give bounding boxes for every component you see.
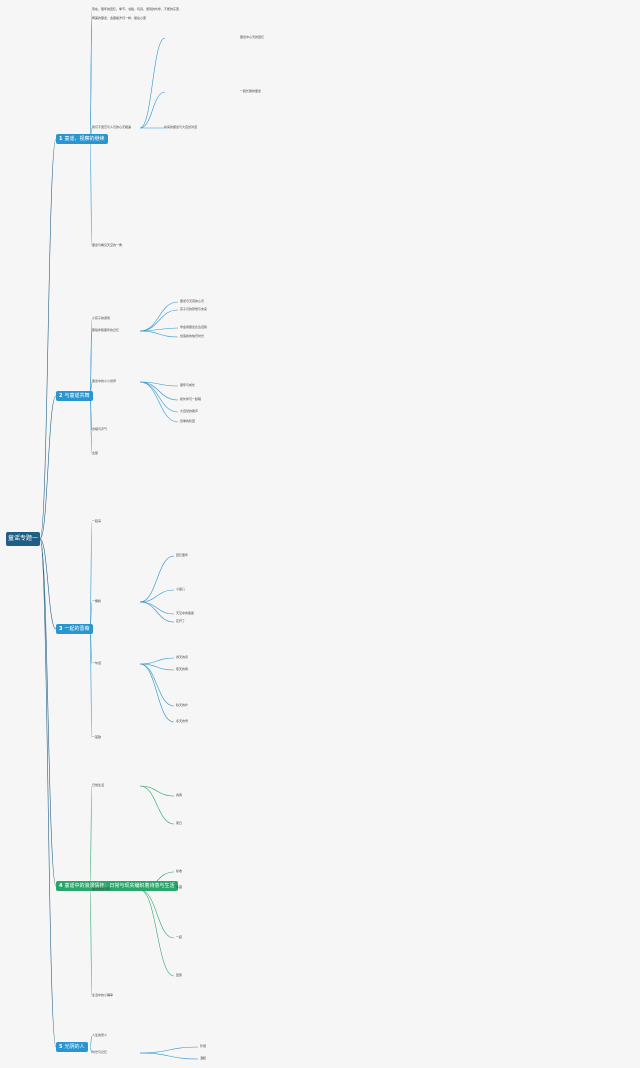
branch-3-sub-6: 秋天的叶 — [176, 703, 189, 707]
branch-1-cat-0: 我们不遗忘与人们的心灵相遇 — [92, 125, 132, 129]
branch-4-sub-4: 一起 — [176, 935, 183, 939]
s1sub-1 — [139, 91, 166, 129]
branch-1-1: 再美的童谣，会跟着岁月一样，留在心里 — [92, 16, 147, 20]
branch-3-sub-5: 夏天的雨 — [176, 667, 189, 671]
branch-2-main-0: 小孩子的游戏 — [92, 316, 111, 320]
branch-1-cat-2: 童谣中心灵的回忆 — [240, 35, 265, 39]
s4sub-b-2 — [139, 889, 175, 939]
s5-branch-1 — [89, 1046, 93, 1054]
branch-3-sub-4: 春天的风 — [176, 655, 189, 659]
section-5-title: 光阴的人 — [64, 1044, 85, 1050]
branch-5-main-1: 时光与记忆 — [92, 1050, 108, 1054]
branch-2-sub-2: 学会用童谣表达自我 — [180, 325, 208, 329]
s4sub-a-1 — [139, 785, 175, 825]
s3sub-a-1 — [139, 589, 175, 603]
branch-3-sub-1: 小船儿 — [176, 587, 186, 591]
branch-5-main-0: 人生的意义 — [92, 1033, 108, 1037]
s3sub-a-0 — [139, 555, 175, 603]
branch-3-main-0: 一起来 — [92, 519, 102, 523]
s3sub-b-2 — [139, 663, 175, 707]
s5sub-0 — [139, 1046, 199, 1054]
branch-3-main-2: 一句话 — [92, 661, 102, 665]
s2sub-a-0 — [139, 301, 179, 332]
root-to-section-3 — [39, 538, 57, 630]
section-2-number: 2 — [59, 393, 63, 399]
branch-1-0: 现在，童年的回忆，季节，书籍，玩具，游戏的伙伴，不断的东西 — [92, 7, 180, 11]
branch-4-sub-1: 夏日 — [176, 821, 183, 825]
s2sub-a-3 — [139, 330, 179, 338]
s4-branch-0 — [89, 785, 93, 887]
s4sub-a-0 — [139, 785, 175, 797]
root-to-section-1 — [39, 138, 57, 540]
branch-1-mid-0: 将来的童谣与大自然对话 — [164, 125, 198, 129]
branch-4-sub-2: 秋收 — [176, 869, 183, 873]
section-1-number: 1 — [59, 136, 63, 142]
section-2-title: 与童谣共舞 — [64, 393, 90, 399]
section-3-title: 一起的蔷薇 — [64, 626, 90, 632]
branch-2-main-1: 那些伴随童年的记忆 — [92, 328, 120, 332]
root-node[interactable]: 童谣专题一 — [6, 532, 40, 546]
branch-4-main-0: 日常生活 — [92, 783, 105, 787]
branch-3-main-3: 一首歌 — [92, 735, 102, 739]
s2sub-b-3 — [139, 381, 179, 423]
branch-3-sub-2: 天空中的星星 — [176, 611, 195, 615]
branch-2-sub-1: 孩子们的梦想与未来 — [180, 307, 208, 311]
root-to-section-4 — [39, 538, 57, 887]
branch-5-sub-1: 温暖 — [200, 1056, 207, 1060]
s1-branch-3 — [89, 138, 93, 247]
s3sub-b-0 — [139, 657, 175, 665]
branch-2-sub-0: 童谣与天真的心灵 — [180, 299, 205, 303]
s5-branch-0 — [89, 1035, 93, 1048]
root-to-section-5 — [39, 538, 57, 1048]
s2sub-b-2 — [139, 381, 179, 413]
section-1-title: 童谣，视察的继续 — [64, 136, 105, 142]
branch-2-sub-4: 童年与成长 — [180, 383, 196, 387]
s3sub-a-3 — [139, 601, 175, 623]
branch-2-sub-7: 四季的轮回 — [180, 419, 196, 423]
branch-2-sub-5: 和伙伴们一起唱 — [180, 397, 202, 401]
root-to-section-2 — [39, 395, 57, 540]
branch-4-main-1: 童谣里的诗意 — [92, 887, 111, 891]
branch-3-sub-3: 花开了 — [176, 619, 186, 623]
branch-4-sub-3: 冬藏 — [176, 885, 183, 889]
section-5-number: 5 — [59, 1044, 63, 1050]
s1sub-0 — [139, 37, 166, 129]
section-4-title: 童谣中的浪漫情怀：日常与现实编织着诗意与生活 — [64, 883, 175, 889]
branch-2-main-3: 合唱与声气 — [92, 427, 108, 431]
s4-branch-2 — [89, 885, 93, 997]
branch-1-cat-1: 童谣与看见天空的一角 — [92, 243, 123, 247]
branch-4-sub-0: 春雨 — [176, 793, 183, 797]
branch-2-sub-6: 大自然的歌声 — [180, 409, 199, 413]
branch-4-sub-5: 回家 — [176, 973, 183, 977]
branch-3-main-1: 一棵树 — [92, 599, 102, 603]
branch-2-main-2: 童谣中的小小世界 — [92, 379, 117, 383]
branch-3-sub-7: 冬天的雪 — [176, 719, 189, 723]
branch-2-sub-3: 创造新的快乐时光 — [180, 334, 205, 338]
branch-4-main-2: 生活中的小确幸 — [92, 993, 114, 997]
s3sub-b-1 — [139, 663, 175, 671]
s2-branch-4 — [89, 395, 93, 455]
branch-2-main-4: 全部 — [92, 451, 99, 455]
s4sub-b-3 — [139, 889, 175, 977]
s2sub-a-1 — [139, 309, 179, 332]
branch-3-sub-0: 回忆童年 — [176, 553, 189, 557]
s5sub-1 — [139, 1052, 199, 1060]
branch-1-cat-3: 一起长歌的童谣 — [240, 89, 262, 93]
branch-5-sub-0: 珍惜 — [200, 1044, 207, 1048]
s3sub-b-3 — [139, 663, 175, 723]
section-3-number: 3 — [59, 626, 63, 632]
section-4-number: 4 — [59, 883, 63, 889]
